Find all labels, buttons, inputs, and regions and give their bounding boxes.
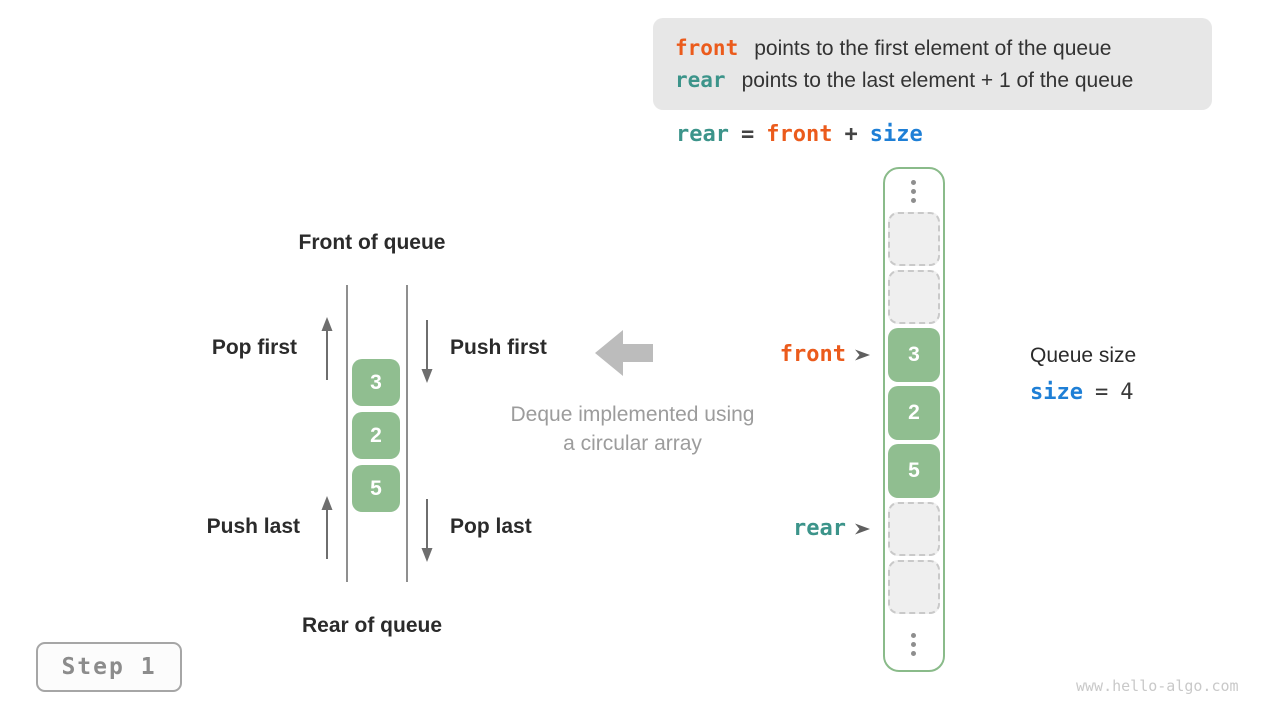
formula-size: size — [869, 122, 923, 147]
size-keyword: size — [1030, 380, 1083, 405]
rear-pointer: rear — [730, 516, 870, 541]
array-cell-empty — [888, 502, 940, 556]
deque-wall-right — [406, 285, 408, 582]
array-cell-empty — [888, 212, 940, 266]
rear-pointer-label: rear — [793, 516, 846, 541]
rear-keyword: rear — [675, 67, 726, 92]
arrow-up-icon — [321, 496, 333, 559]
formula-plus: + — [844, 122, 858, 147]
rear-of-queue-label: Rear of queue — [301, 614, 443, 637]
queue-size-title: Queue size — [1030, 344, 1137, 367]
front-pointer: front — [730, 342, 870, 367]
array-cell-value: 2 — [888, 386, 940, 440]
legend-row-rear: rear points to the last element + 1 of t… — [675, 68, 1212, 93]
formula-equals: = — [740, 122, 755, 147]
push-last-label: Push last — [206, 515, 300, 538]
size-equals: = — [1094, 380, 1109, 405]
step-badge-label: Step 1 — [61, 654, 157, 680]
formula-front: front — [766, 122, 833, 147]
left-block-arrow-icon — [595, 330, 653, 376]
pop-first-label: Pop first — [211, 336, 297, 359]
legend-row-front: front points to the first element of the… — [675, 36, 1212, 61]
caption-line-1: Deque implemented using — [510, 403, 755, 426]
deque-element: 5 — [352, 465, 400, 512]
deque-wall-left — [346, 285, 348, 582]
watermark: www.hello-algo.com — [1076, 677, 1239, 695]
front-description: points to the first element of the queue — [754, 36, 1112, 60]
front-keyword: front — [675, 35, 739, 60]
legend-box: front points to the first element of the… — [653, 18, 1212, 110]
deque-element: 3 — [352, 359, 400, 406]
formula: rear = front + size — [676, 122, 935, 147]
arrow-up-icon — [321, 317, 333, 380]
deque-element: 2 — [352, 412, 400, 459]
push-first-label: Push first — [450, 336, 547, 359]
pointer-arrow-icon — [855, 349, 870, 360]
center-caption: Deque implemented using a circular array — [490, 400, 775, 458]
queue-size-expression: size = 4 — [1030, 380, 1145, 405]
array-cell-empty — [888, 560, 940, 614]
front-pointer-label: front — [779, 342, 846, 367]
pointer-arrow-icon — [855, 523, 870, 534]
ellipsis-top-icon — [911, 180, 916, 203]
array-cell-value: 5 — [888, 444, 940, 498]
rear-description: points to the last element + 1 of the qu… — [741, 68, 1134, 92]
front-of-queue-label: Front of queue — [298, 231, 446, 254]
ellipsis-bottom-icon — [911, 633, 916, 656]
caption-line-2: a circular array — [563, 432, 702, 455]
arrow-down-icon — [421, 499, 433, 562]
pop-last-label: Pop last — [450, 515, 532, 538]
array-cell-empty — [888, 270, 940, 324]
array-cell-value: 3 — [888, 328, 940, 382]
formula-rear: rear — [676, 122, 729, 147]
step-badge: Step 1 — [36, 642, 182, 692]
size-value: 4 — [1120, 380, 1134, 405]
arrow-down-icon — [421, 320, 433, 383]
